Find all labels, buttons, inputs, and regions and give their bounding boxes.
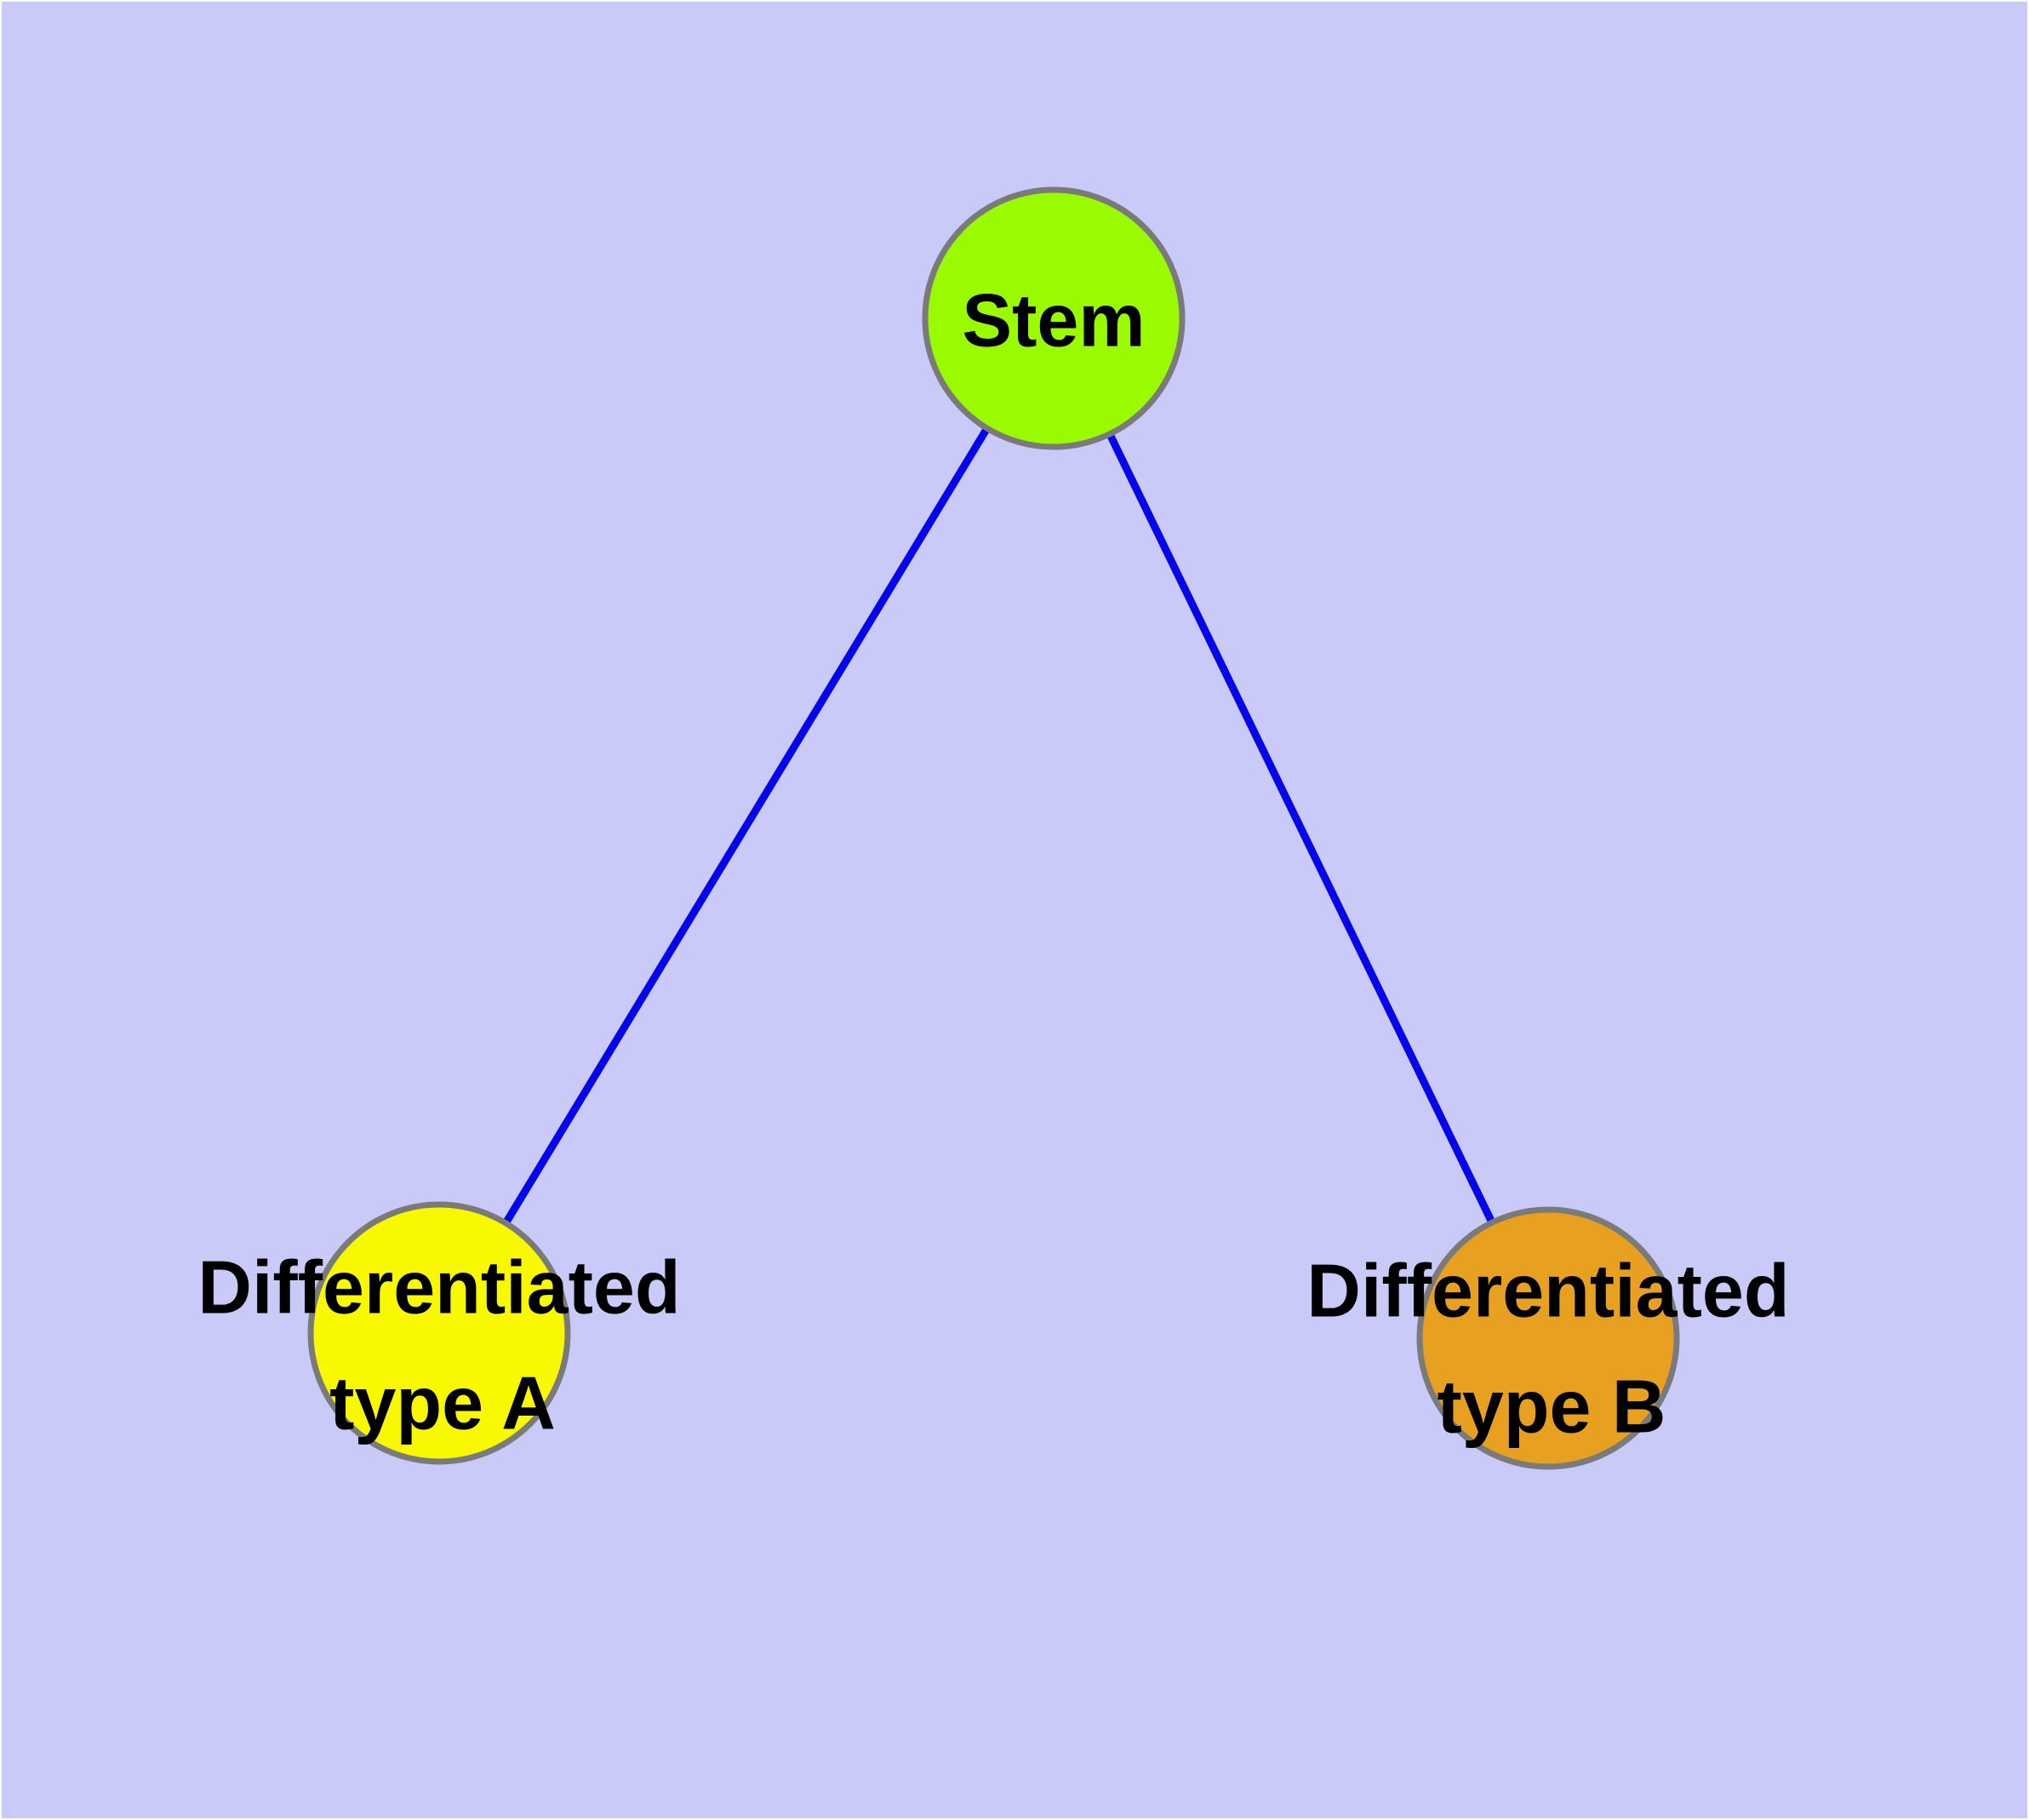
- node-type-b-label-line1: Differentiated: [1306, 1249, 1789, 1333]
- edge-stem-to-type-b: [1049, 317, 1552, 1340]
- node-type-a-label-line1: Differentiated: [197, 1245, 680, 1330]
- node-stem-circle: [922, 186, 1186, 450]
- node-type-b-label-line2: type B: [1437, 1365, 1666, 1449]
- node-type-a-label-line2: type A: [329, 1361, 556, 1445]
- edge-stem-to-type-a: [436, 316, 1057, 1336]
- node-type-a-circle: [307, 1201, 571, 1465]
- node-type-b-circle: [1416, 1206, 1680, 1470]
- node-stem-label: Stem: [962, 278, 1145, 363]
